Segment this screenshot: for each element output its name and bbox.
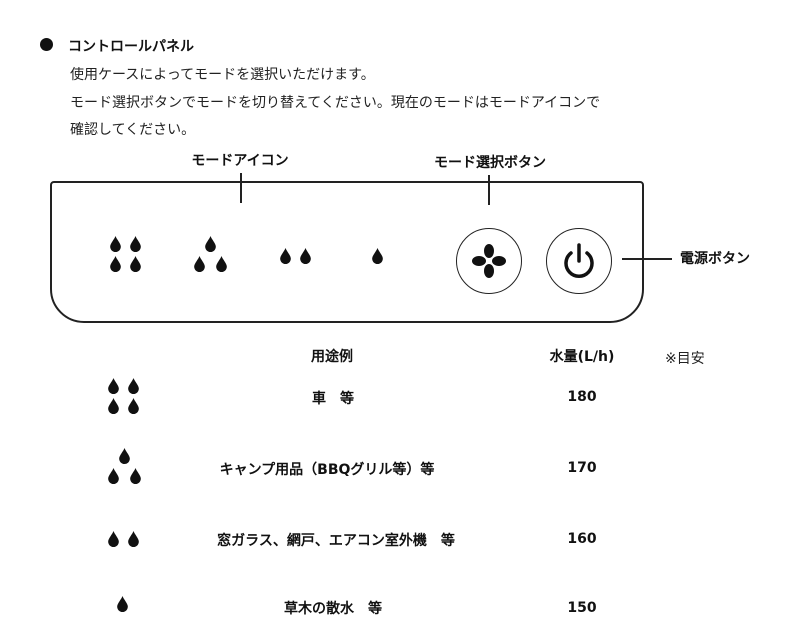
flow-header: 水量(L/h) <box>549 349 615 365</box>
bullet-icon <box>40 38 53 51</box>
row-icon-2-drops <box>108 531 139 547</box>
flow-cell: 170 <box>567 460 597 476</box>
usage-cell: 草木の散水 等 <box>284 601 382 617</box>
mode-select-label: モード選択ボタン <box>434 155 546 171</box>
mode-icon-pointer <box>240 173 242 203</box>
mode-select-button[interactable] <box>456 228 522 294</box>
description-line: 使用ケースによってモードを選択いただけます。 <box>70 67 375 83</box>
fan-icon <box>472 244 506 278</box>
mode-icon-1-drop <box>372 248 383 264</box>
power-icon <box>564 243 594 278</box>
section-title: コントロールパネル <box>68 39 194 55</box>
note-header: ※目安 <box>665 351 705 367</box>
mode-select-pointer <box>488 175 490 205</box>
mode-icon-label: モードアイコン <box>191 153 289 169</box>
mode-icon-4-drops <box>110 236 141 272</box>
control-panel <box>50 181 644 323</box>
mode-icon-3-drops <box>194 236 227 272</box>
usage-cell: 車 等 <box>312 391 354 407</box>
mode-icon-2-drops <box>280 248 311 264</box>
flow-cell: 160 <box>567 531 597 547</box>
row-icon-4-drops <box>108 378 139 414</box>
flow-cell: 150 <box>567 600 597 616</box>
power-label: 電源ボタン <box>680 251 750 267</box>
flow-cell: 180 <box>567 389 597 405</box>
usage-cell: 窓ガラス、網戸、エアコン室外機 等 <box>217 533 455 549</box>
usage-header: 用途例 <box>311 349 353 365</box>
row-icon-3-drops <box>108 448 141 484</box>
description-line: 確認してください。 <box>70 122 196 138</box>
row-icon-1-drop <box>117 596 128 612</box>
power-button[interactable] <box>546 228 612 294</box>
description-line: モード選択ボタンでモードを切り替えてください。現在のモードはモードアイコンで <box>70 95 601 111</box>
power-pointer <box>622 258 672 260</box>
usage-cell: キャンプ用品（BBQグリル等）等 <box>219 462 435 478</box>
